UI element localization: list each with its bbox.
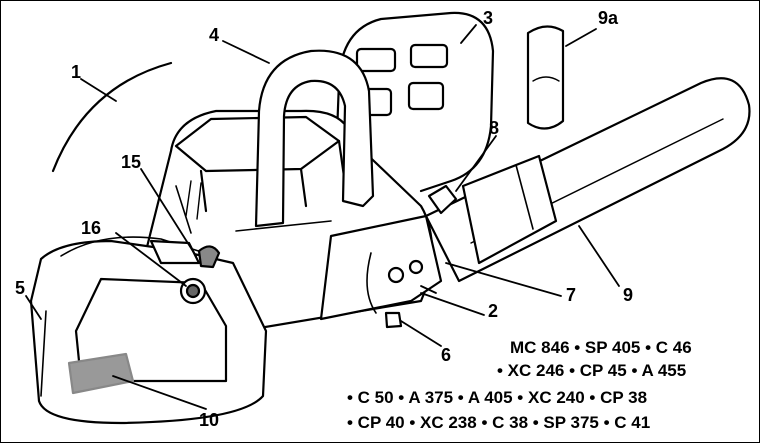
model-list-line-1: MC 846 • SP 405 • C 46 (510, 338, 692, 357)
callout-3: 3 (483, 8, 494, 28)
callout-1: 1 (71, 62, 82, 82)
callout-8: 8 (489, 118, 500, 138)
model-list-line-2: • XC 246 • CP 45 • A 455 (497, 361, 687, 380)
saw-chain (420, 285, 437, 294)
callout-9: 9 (623, 285, 634, 305)
rear-handle (29, 239, 268, 425)
guard-slot-low-right (407, 81, 445, 111)
clutch-cover (319, 214, 443, 321)
leader-10 (112, 375, 207, 410)
decal (67, 352, 135, 395)
callout-6: 6 (441, 345, 452, 365)
callout-2: 2 (488, 301, 499, 321)
guard-slot-right (409, 43, 449, 69)
leader-8 (455, 135, 497, 192)
model-list-line-3: • C 50 • A 375 • A 405 • XC 240 • CP 38 (347, 388, 648, 407)
leader-9 (578, 225, 620, 287)
callout-15: 15 (121, 152, 142, 172)
leader-16 (115, 232, 187, 287)
leader-9a (565, 28, 597, 47)
chain-catcher (384, 311, 403, 329)
callout-7: 7 (566, 285, 577, 305)
choke-control (197, 245, 221, 269)
chain-tensioner (427, 184, 458, 215)
front-handle (254, 49, 375, 228)
leader-5 (25, 295, 42, 320)
leader-3 (460, 24, 477, 44)
leader-7 (445, 262, 562, 297)
leader-6 (400, 320, 442, 347)
callout-4: 4 (209, 25, 220, 45)
rotation-arc (51, 61, 173, 173)
callout-5: 5 (15, 278, 26, 298)
callout-9a: 9a (598, 8, 619, 28)
leader-15 (140, 168, 197, 257)
guard-slot-left (355, 47, 397, 73)
bar-nut-2 (408, 259, 424, 275)
leader-1 (80, 78, 117, 102)
model-list-line-4: • CP 40 • XC 238 • C 38 • SP 375 • C 41 (347, 413, 651, 432)
leader-4 (222, 40, 270, 64)
leader-2 (420, 292, 485, 316)
throttle-trigger (149, 239, 201, 265)
bar-cover (461, 154, 558, 265)
callout-16: 16 (81, 218, 102, 238)
bar-nut (387, 266, 405, 284)
callout-10: 10 (199, 410, 220, 430)
